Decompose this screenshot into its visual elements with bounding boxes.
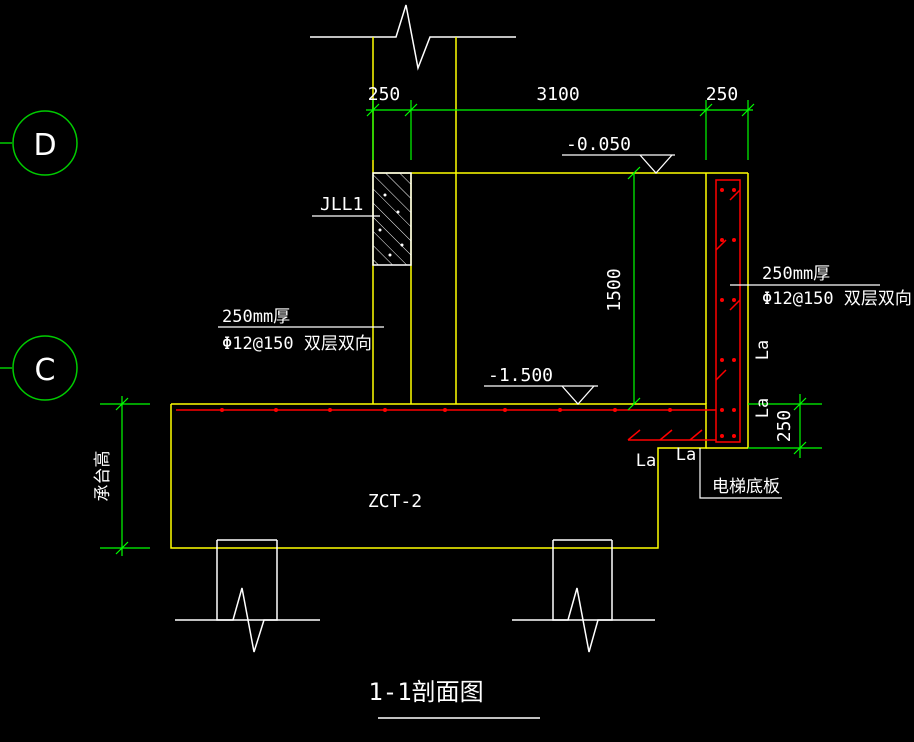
level-marker-bottom <box>484 385 598 405</box>
label-cap-height: 承台高 <box>93 451 113 502</box>
grid-axis-c: C <box>0 335 78 401</box>
level-bottom: -1.500 <box>488 365 553 386</box>
wall-height-dimension <box>627 166 641 411</box>
dim-top-left: 250 <box>368 84 401 105</box>
label-cap-name: ZCT-2 <box>368 491 422 512</box>
dim-top-right: 250 <box>706 84 739 105</box>
grid-label-c: C <box>35 353 56 388</box>
dim-base-thickness: 250 <box>774 410 795 443</box>
label-left-wall-rebar: Φ12@150 双层双向 <box>222 334 372 354</box>
elevator-slab-leader <box>699 448 782 499</box>
level-top: -0.050 <box>566 134 631 155</box>
top-break-line <box>310 4 516 71</box>
label-la-1: La <box>753 340 773 360</box>
label-right-wall-rebar: Φ12@150 双层双向 <box>762 289 912 309</box>
label-right-wall-thickness: 250mm厚 <box>762 264 830 284</box>
label-la-3: La <box>636 451 656 471</box>
dim-wall-height: 1500 <box>604 268 625 311</box>
pile-left <box>175 539 320 653</box>
label-elevator-slab: 电梯底板 <box>712 477 780 497</box>
beam-jll1-section <box>372 172 412 266</box>
pile-cap-outline <box>170 403 707 549</box>
label-beam: JLL1 <box>320 194 363 215</box>
dim-top-middle: 3100 <box>536 84 579 105</box>
base-dimension <box>748 394 822 458</box>
drawing-title: 1-1剖面图 <box>368 678 483 706</box>
label-la-2: La <box>753 398 773 418</box>
label-left-wall-thickness: 250mm厚 <box>222 307 290 327</box>
grid-label-d: D <box>33 128 56 163</box>
cap-height-dimension <box>100 396 150 556</box>
label-la-4: La <box>676 445 696 465</box>
level-marker-top <box>562 154 675 174</box>
rebar-dots <box>220 188 736 438</box>
grid-axis-d: D <box>0 110 78 176</box>
pit-walls <box>373 172 749 449</box>
pile-right <box>512 539 655 653</box>
top-dimension-line <box>366 100 755 160</box>
